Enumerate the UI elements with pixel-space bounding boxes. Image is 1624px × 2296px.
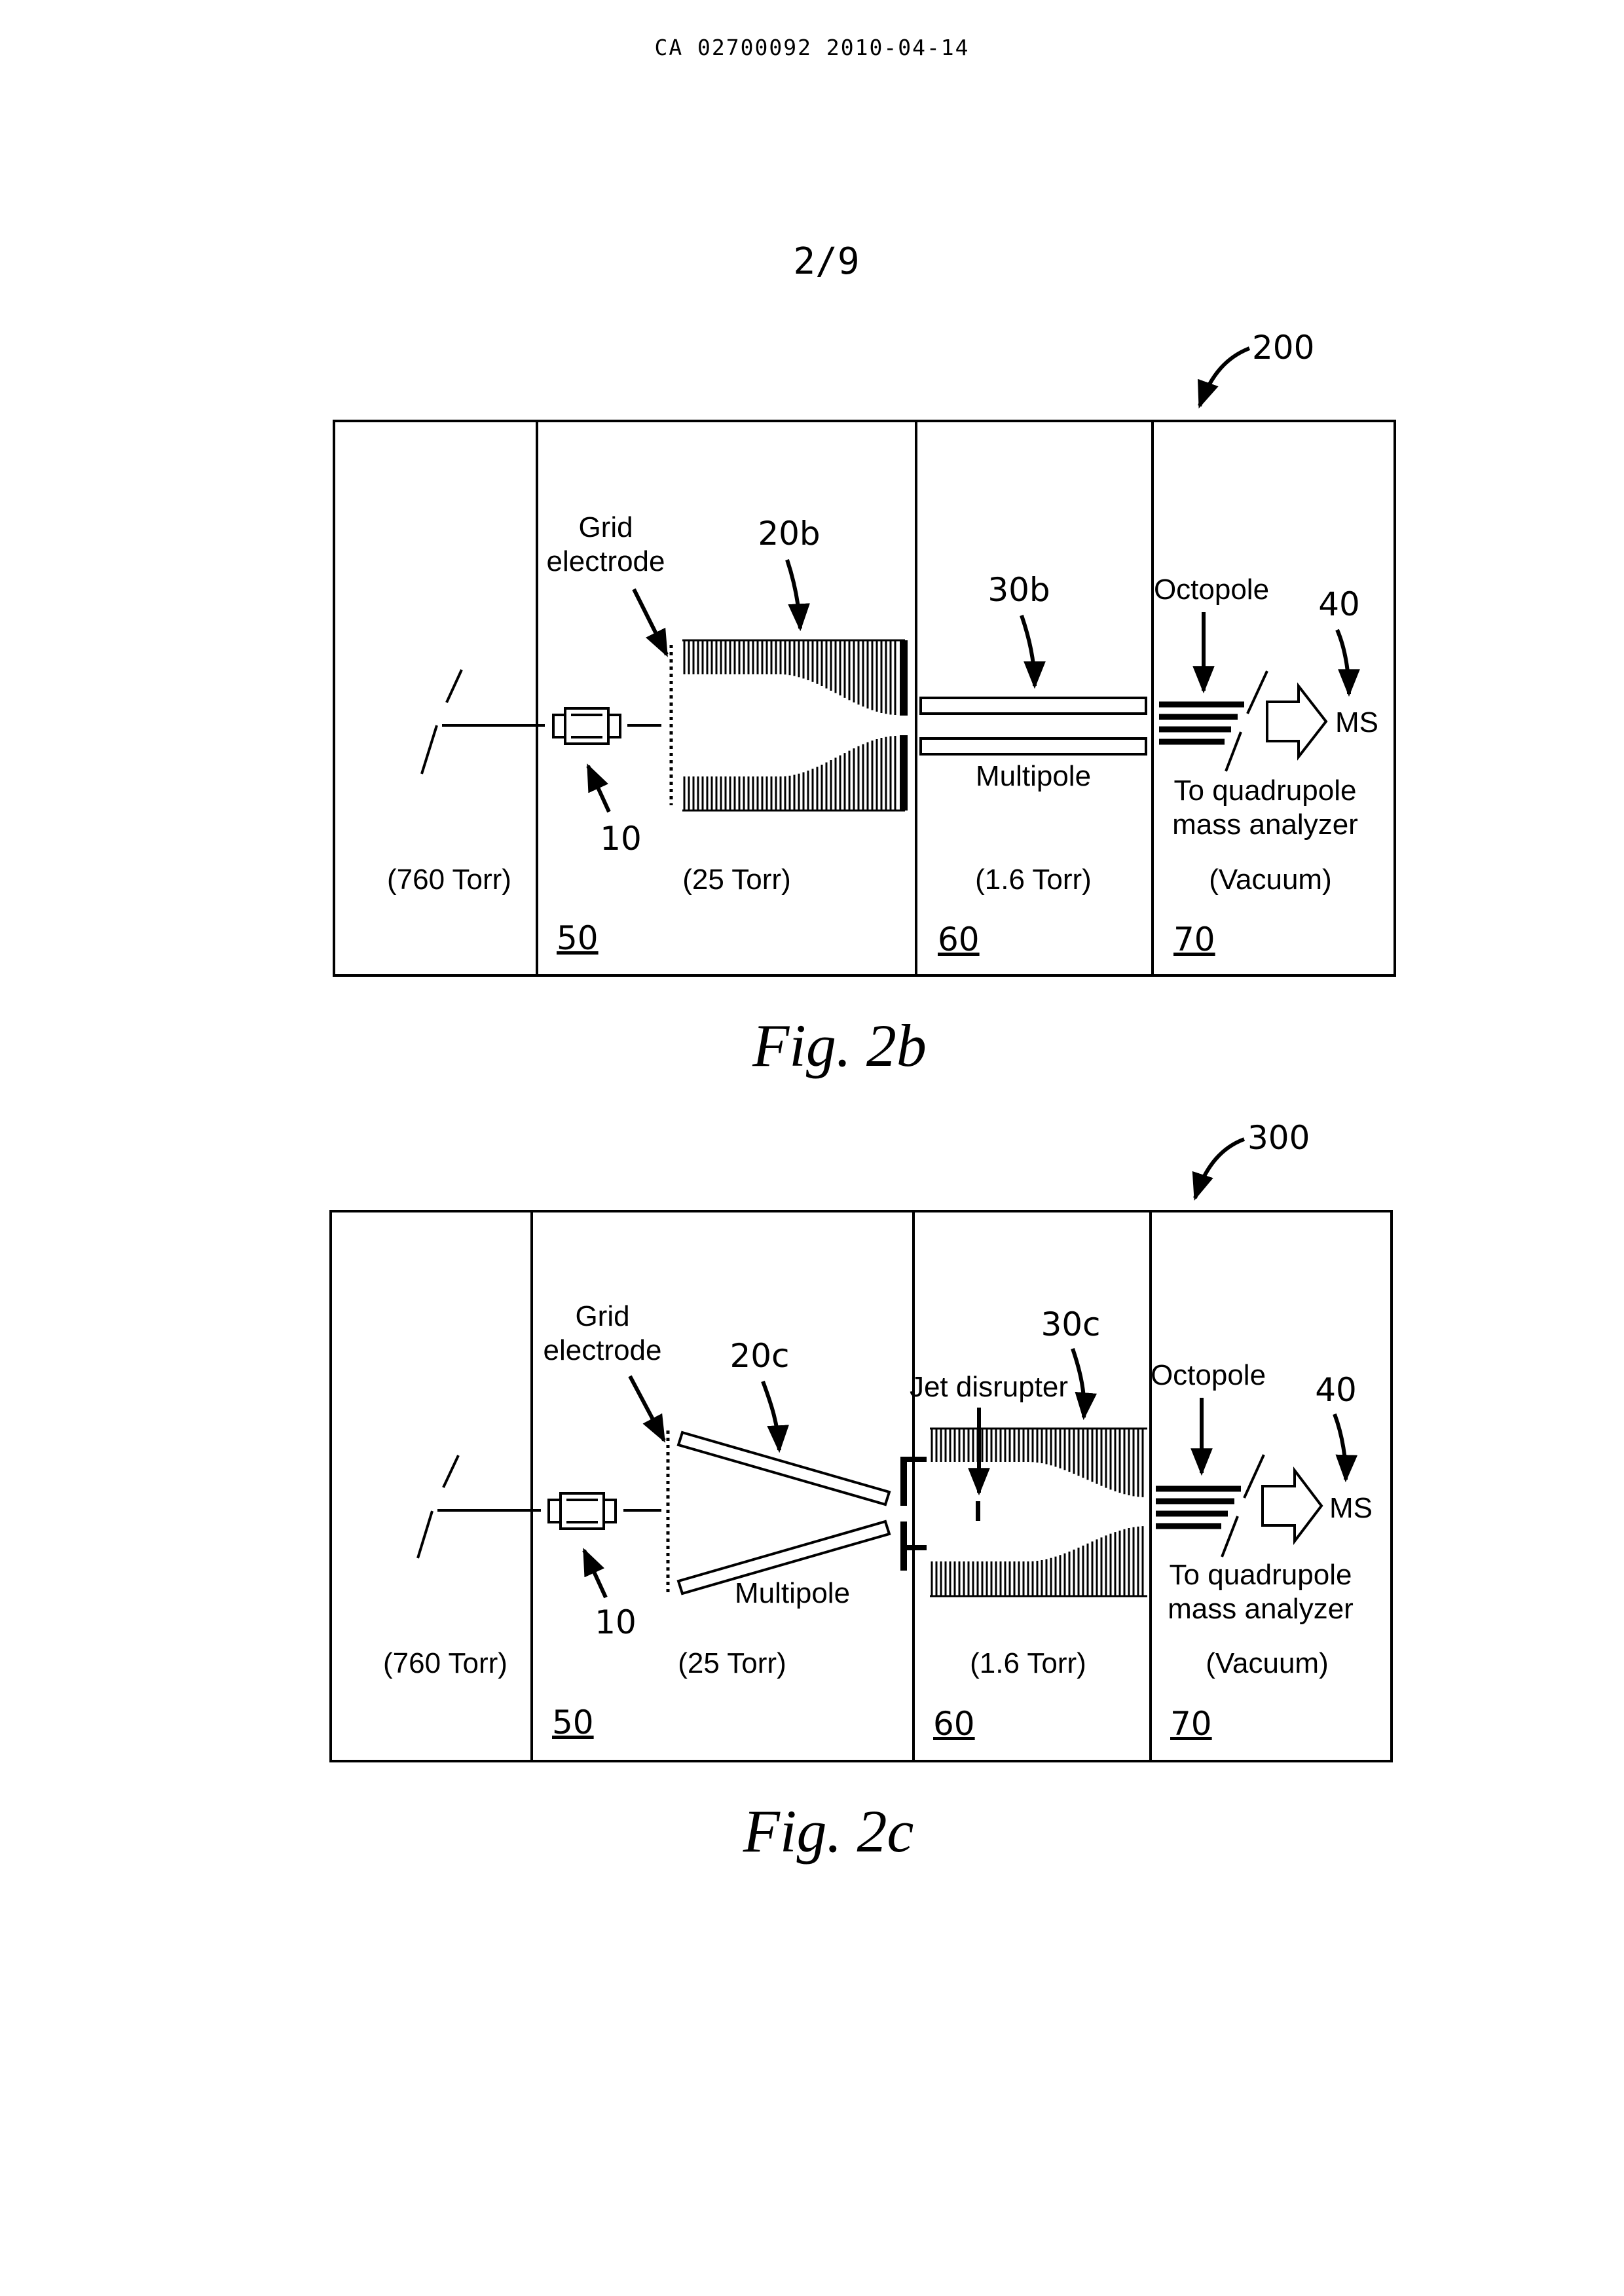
reference-number-200: 200 bbox=[1252, 329, 1314, 367]
pointer-arrow-20b bbox=[787, 560, 800, 629]
multipole-30b bbox=[921, 698, 1146, 754]
reference-arrow-300 bbox=[1195, 1139, 1244, 1198]
pressure-vacuum: (Vacuum) bbox=[1209, 864, 1331, 896]
pressure-1-6-torr: (1.6 Torr) bbox=[975, 864, 1092, 896]
ion-source-10 bbox=[553, 708, 620, 744]
pressure-760-torr: (760 Torr) bbox=[387, 864, 511, 896]
pressure-vacuum: (Vacuum) bbox=[1206, 1647, 1328, 1679]
ion-flow-arrow bbox=[1267, 686, 1326, 757]
ion-funnel-30c bbox=[930, 1429, 1147, 1596]
multipole-20c bbox=[678, 1432, 889, 1594]
octopole-break-marks bbox=[1226, 671, 1267, 771]
page-number: 2/9 bbox=[793, 240, 859, 283]
figure-caption-2b: Fig. 2b bbox=[752, 1012, 927, 1079]
region-70: 70 bbox=[1170, 1705, 1212, 1743]
label-10: 10 bbox=[595, 1603, 637, 1641]
jet-disrupter-label: Jet disrupter bbox=[910, 1371, 1068, 1403]
pointer-arrow-grid bbox=[634, 589, 667, 655]
label-10: 10 bbox=[600, 820, 642, 858]
quadrupole-label: To quadrupolemass analyzer bbox=[1168, 1559, 1354, 1625]
multipole-label: Multipole bbox=[976, 760, 1091, 792]
grid-electrode-label: Gridelectrode bbox=[546, 511, 665, 577]
label-40: 40 bbox=[1318, 585, 1360, 623]
ms-label: MS bbox=[1335, 706, 1378, 738]
label-20b: 20b bbox=[758, 515, 820, 553]
ms-label: MS bbox=[1329, 1492, 1373, 1524]
ion-source-10 bbox=[549, 1493, 616, 1529]
figure-2c: 300 10 Gridelectrode 20c bbox=[331, 1119, 1392, 1865]
inlet-capillary bbox=[418, 1455, 661, 1558]
pressure-760-torr: (760 Torr) bbox=[383, 1647, 507, 1679]
octopole-label: Octopole bbox=[1154, 574, 1269, 606]
figure-caption-2c: Fig. 2c bbox=[743, 1798, 914, 1865]
octopole-break-marks bbox=[1222, 1455, 1264, 1557]
octopole-rods bbox=[1159, 704, 1244, 742]
pointer-arrow-30b bbox=[1022, 615, 1035, 686]
jet-disrupter bbox=[976, 1501, 980, 1521]
ion-flow-arrow bbox=[1263, 1470, 1321, 1541]
pointer-arrow-20c bbox=[763, 1381, 779, 1450]
region-50: 50 bbox=[557, 919, 599, 957]
reference-arrow-200 bbox=[1200, 348, 1249, 406]
grid-electrode-label: Gridelectrode bbox=[543, 1300, 661, 1366]
pointer-arrow-40 bbox=[1337, 630, 1349, 694]
reference-number-300: 300 bbox=[1247, 1119, 1310, 1157]
region-70: 70 bbox=[1173, 920, 1215, 958]
pointer-arrow-10 bbox=[588, 766, 609, 812]
multipole-label: Multipole bbox=[735, 1577, 850, 1609]
region-50: 50 bbox=[552, 1704, 594, 1741]
label-30c: 30c bbox=[1041, 1305, 1100, 1343]
octopole-label: Octopole bbox=[1151, 1359, 1266, 1391]
pressure-25-torr: (25 Torr) bbox=[678, 1647, 786, 1679]
inlet-capillary bbox=[422, 670, 661, 774]
figure-2b: 200 10 Gridelectrode bbox=[334, 329, 1395, 1079]
pressure-1-6-torr: (1.6 Torr) bbox=[970, 1647, 1086, 1679]
pointer-arrow-10 bbox=[584, 1550, 606, 1597]
pointer-arrow-30c bbox=[1073, 1349, 1084, 1417]
quadrupole-label: To quadrupolemass analyzer bbox=[1172, 774, 1358, 841]
region-60: 60 bbox=[933, 1705, 975, 1743]
label-40: 40 bbox=[1315, 1371, 1357, 1409]
ion-funnel-20b bbox=[682, 640, 908, 811]
label-20c: 20c bbox=[729, 1337, 789, 1375]
pointer-arrow-40 bbox=[1335, 1414, 1346, 1480]
document-id: CA 02700092 2010-04-14 bbox=[654, 35, 969, 60]
region-60: 60 bbox=[938, 920, 980, 958]
pressure-25-torr: (25 Torr) bbox=[682, 864, 790, 896]
octopole-rods bbox=[1156, 1489, 1241, 1526]
label-30b: 30b bbox=[987, 571, 1050, 609]
pointer-arrow-grid bbox=[630, 1376, 664, 1440]
